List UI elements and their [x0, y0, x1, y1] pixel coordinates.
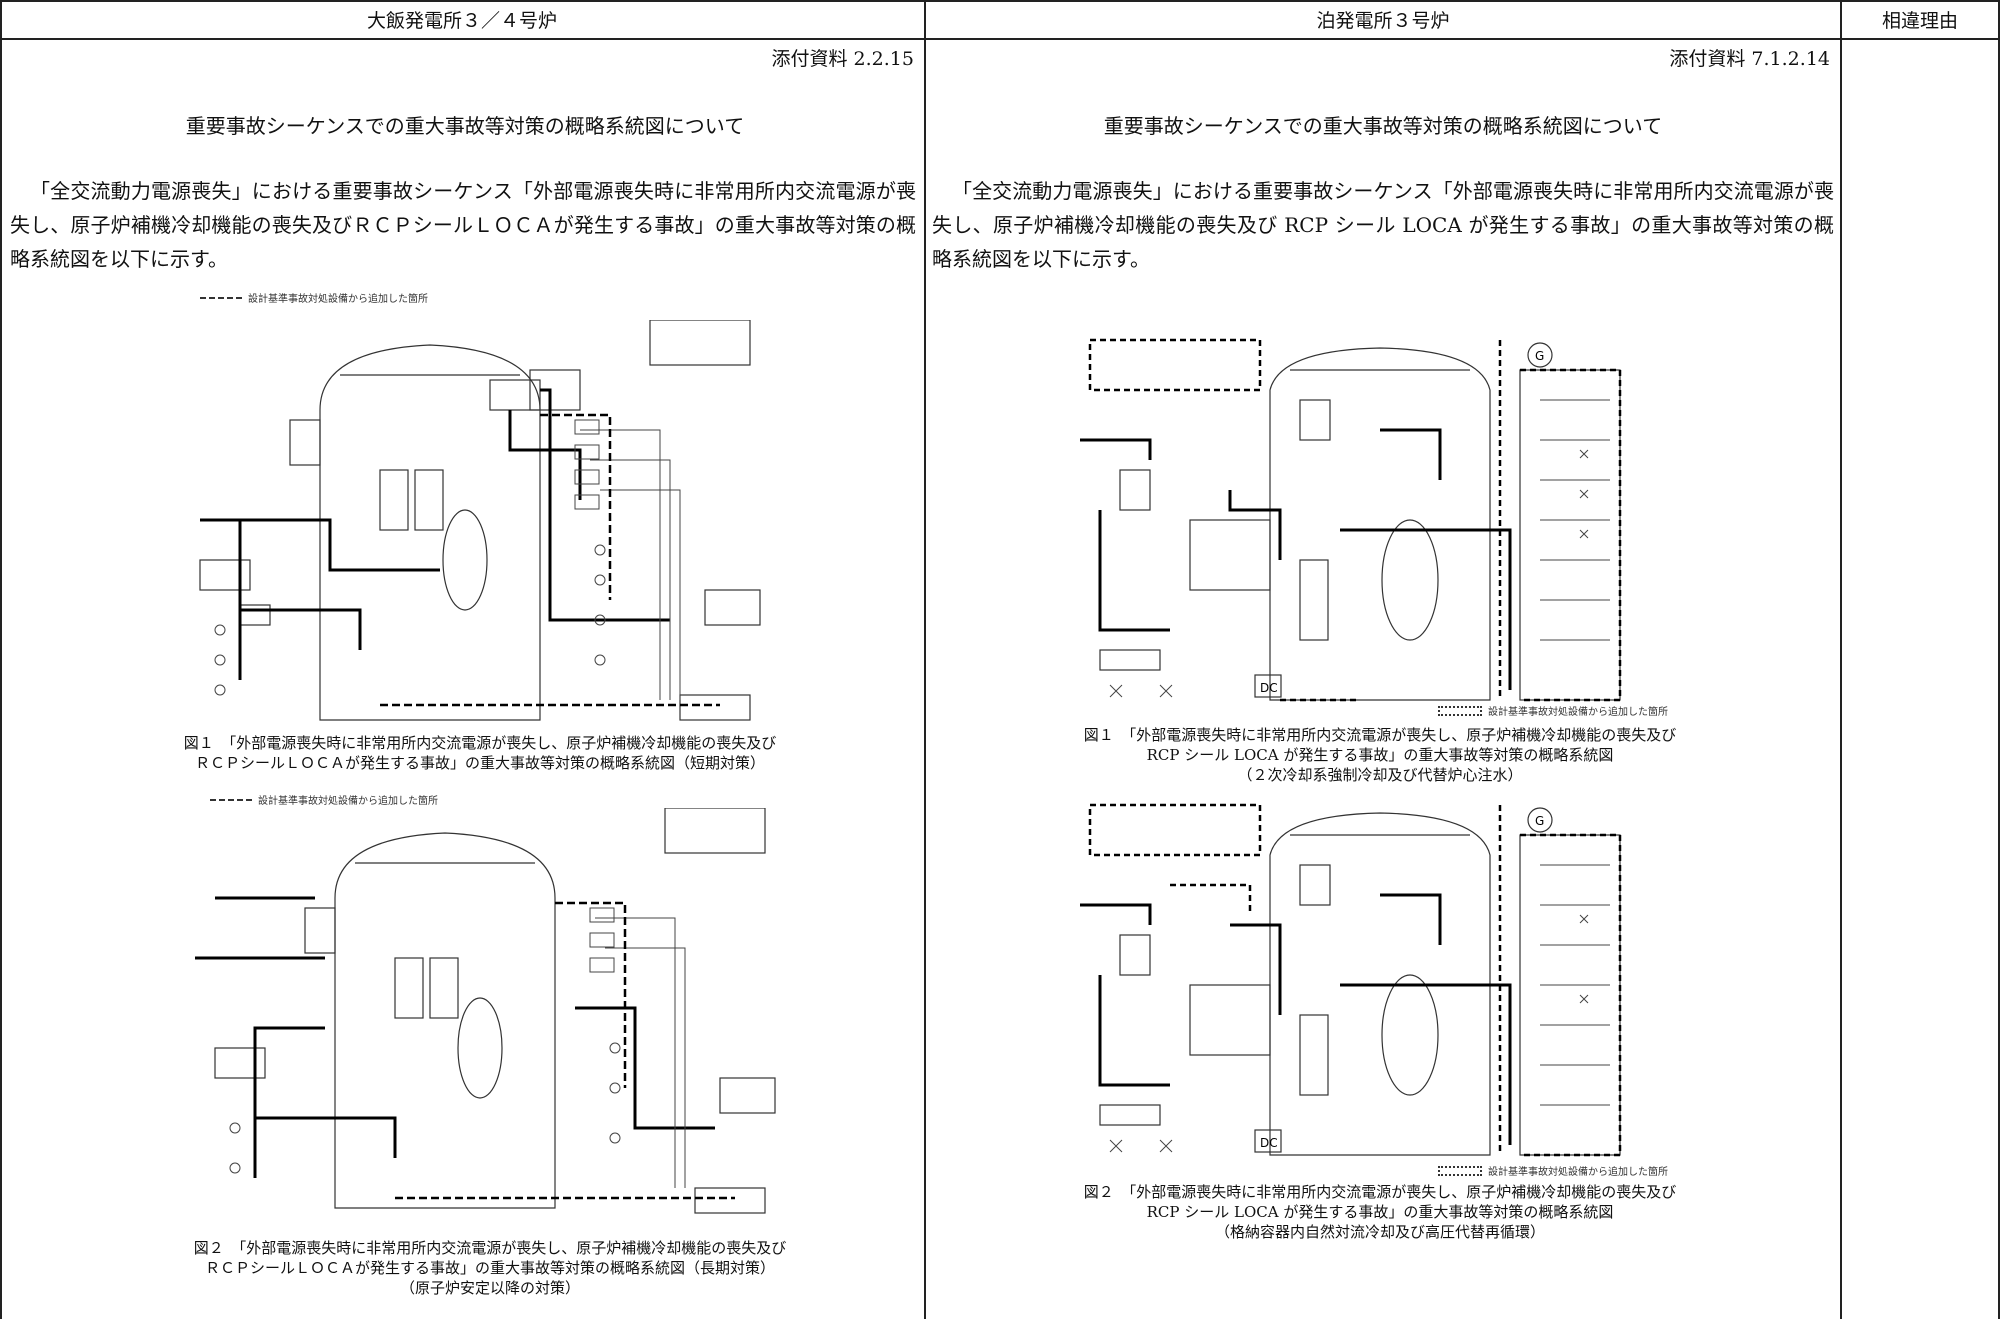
left-section-title: 重要事故シーケンスでの重大事故等対策の概略系統図について: [185, 114, 745, 138]
table-border-left: [0, 0, 2, 1319]
header-difference-reason: 相違理由: [1881, 9, 1958, 32]
dotted-box-legend-icon: [1438, 1165, 1482, 1176]
left-fig2-caption: 図２ 「外部電源喪失時に非常用所内交流電源が喪失し、原子炉補機冷却機能の喪失及び…: [140, 1238, 840, 1298]
table-border-right: [1998, 0, 2000, 1319]
header-ohi: 大飯発電所３／４号炉: [366, 9, 557, 32]
right-fig2-caption: 図２ 「外部電源喪失時に非常用所内交流電源が喪失し、原子炉補機冷却機能の喪失及び…: [1030, 1182, 1730, 1242]
legend-text: 設計基準事故対処設備から追加した箇所: [258, 796, 438, 807]
right-fig1-diagram: G DC: [1080, 330, 1650, 720]
caption-line: （２次冷却系強制冷却及び代替炉心注水）: [1237, 766, 1523, 784]
system-diagram-svg: G DC: [1080, 338, 1622, 702]
right-attachment-number: 添付資料 7.1.2.14: [1669, 48, 1830, 70]
left-fig1-legend: 設計基準事故対処設備から追加した箇所: [200, 290, 428, 305]
column-divider-2: [1840, 0, 1842, 1319]
generator-icon: [1527, 807, 1553, 833]
left-fig2-diagram: [195, 808, 795, 1218]
column-divider-1: [924, 0, 926, 1319]
caption-line: RCP シール LOCA が発生する事故」の重大事故等対策の概略系統図: [1146, 746, 1614, 764]
caption-line: （格納容器内自然対流冷却及び高圧代替再循環）: [1214, 1223, 1545, 1241]
legend-text: 設計基準事故対処設備から追加した箇所: [248, 294, 428, 305]
left-attachment-number: 添付資料 2.2.15: [771, 48, 914, 70]
containment-vessel-outline: [319, 344, 541, 721]
left-fig1-diagram: [180, 320, 780, 725]
left-intro-paragraph: 「全交流動力電源喪失」における重要事故シーケンス「外部電源喪失時に非常用所内交流…: [10, 179, 916, 271]
table-border-top: [0, 0, 2000, 2]
caption-line: 図１ 「外部電源喪失時に非常用所内交流電源が喪失し、原子炉補機冷却機能の喪失及び: [1083, 726, 1677, 744]
right-intro-paragraph: 「全交流動力電源喪失」における重要事故シーケンス「外部電源喪失時に非常用所内交流…: [932, 179, 1834, 271]
header-divider: [0, 38, 2000, 40]
legend-text: 設計基準事故対処設備から追加した箇所: [1488, 707, 1668, 718]
generator-icon: [1527, 342, 1553, 368]
header-tomari: 泊発電所３号炉: [1316, 9, 1450, 32]
caption-line: 図２ 「外部電源喪失時に非常用所内交流電源が喪失し、原子炉補機冷却機能の喪失及び: [193, 1239, 787, 1257]
generator-label: G: [1535, 814, 1544, 828]
right-section-title: 重要事故シーケンスでの重大事故等対策の概略系統図について: [1103, 114, 1663, 138]
left-fig1-caption: 図１ 「外部電源喪失時に非常用所内交流電源が喪失し、原子炉補機冷却機能の喪失及び…: [130, 733, 830, 773]
dc-power-label: DC: [1260, 681, 1278, 695]
dashed-line-legend-icon: [210, 798, 252, 801]
right-fig1-caption: 図１ 「外部電源喪失時に非常用所内交流電源が喪失し、原子炉補機冷却機能の喪失及び…: [1030, 725, 1730, 785]
caption-line: RCP シール LOCA が発生する事故」の重大事故等対策の概略系統図: [1146, 1203, 1614, 1221]
right-fig2-diagram: G DC: [1080, 795, 1650, 1175]
legend-text: 設計基準事故対処設備から追加した箇所: [1488, 1167, 1668, 1178]
dashed-line-legend-icon: [200, 296, 242, 299]
caption-line: （原子炉安定以降の対策）: [399, 1279, 580, 1297]
right-fig2-legend: 設計基準事故対処設備から追加した箇所: [1438, 1163, 1668, 1178]
caption-line: ＲＣＰシールＬＯＣＡが発生する事故」の重大事故等対策の概略系統図（長期対策）: [204, 1259, 775, 1277]
system-diagram-svg: [195, 808, 776, 1214]
caption-line: ＲＣＰシールＬＯＣＡが発生する事故」の重大事故等対策の概略系統図（短期対策）: [194, 754, 765, 772]
system-diagram-svg: [199, 320, 761, 721]
dotted-box-legend-icon: [1438, 705, 1482, 716]
right-fig1-legend: 設計基準事故対処設備から追加した箇所: [1438, 703, 1668, 718]
generator-label: G: [1535, 349, 1544, 363]
left-fig2-legend: 設計基準事故対処設備から追加した箇所: [210, 792, 438, 807]
caption-line: 図１ 「外部電源喪失時に非常用所内交流電源が喪失し、原子炉補機冷却機能の喪失及び: [183, 734, 777, 752]
caption-line: 図２ 「外部電源喪失時に非常用所内交流電源が喪失し、原子炉補機冷却機能の喪失及び: [1083, 1183, 1677, 1201]
system-diagram-svg: G DC: [1080, 803, 1622, 1157]
dc-power-label: DC: [1260, 1136, 1278, 1150]
